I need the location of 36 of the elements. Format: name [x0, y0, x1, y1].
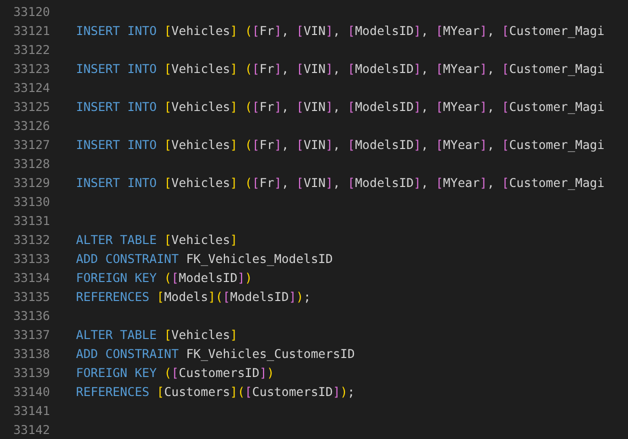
line-number: 33132 — [12, 232, 50, 248]
line-number: 33141 — [12, 403, 50, 419]
code-line: ALTER TABLE [Vehicles] — [76, 232, 238, 248]
code-line: INSERT INTO [Vehicles] ([Fr], [VIN], [ModelsID], [MYear], [Customer_Magi — [76, 99, 604, 115]
line-number: 33130 — [12, 194, 50, 210]
line-number: 33138 — [12, 346, 50, 362]
code-line: ADD CONSTRAINT FK_Vehicles_CustomersID — [76, 346, 355, 362]
code-line: FOREIGN KEY ([ModelsID]) — [76, 270, 252, 286]
line-number: 33120 — [12, 4, 50, 20]
line-number: 33126 — [12, 118, 50, 134]
code-line: ALTER TABLE [Vehicles] — [76, 327, 238, 343]
code-line: INSERT INTO [Vehicles] ([Fr], [VIN], [ModelsID], [MYear], [Customer_Magi — [76, 23, 604, 39]
line-number: 33127 — [12, 137, 50, 153]
code-line: INSERT INTO [Vehicles] ([Fr], [VIN], [ModelsID], [MYear], [Customer_Magi — [76, 175, 604, 191]
code-line: INSERT INTO [Vehicles] ([Fr], [VIN], [ModelsID], [MYear], [Customer_Magi — [76, 137, 604, 153]
line-number: 33121 — [12, 23, 50, 39]
line-number: 33131 — [12, 213, 50, 229]
line-number: 33134 — [12, 270, 50, 286]
line-number: 33123 — [12, 61, 50, 77]
code-line: FOREIGN KEY ([CustomersID]) — [76, 365, 274, 381]
line-number: 33137 — [12, 327, 50, 343]
line-number: 33140 — [12, 384, 50, 400]
line-number: 33124 — [12, 80, 50, 96]
line-number: 33135 — [12, 289, 50, 305]
line-number: 33122 — [12, 42, 50, 58]
line-number: 33125 — [12, 99, 50, 115]
code-line: INSERT INTO [Vehicles] ([Fr], [VIN], [ModelsID], [MYear], [Customer_Magi — [76, 61, 604, 77]
line-number: 33128 — [12, 156, 50, 172]
line-number: 33133 — [12, 251, 50, 267]
code-line: ADD CONSTRAINT FK_Vehicles_ModelsID — [76, 251, 333, 267]
line-number: 33142 — [12, 422, 50, 438]
line-number: 33139 — [12, 365, 50, 381]
line-number: 33129 — [12, 175, 50, 191]
code-line: REFERENCES [Models]([ModelsID]); — [76, 289, 311, 305]
code-line: REFERENCES [Customers]([CustomersID]); — [76, 384, 355, 400]
line-number: 33136 — [12, 308, 50, 324]
